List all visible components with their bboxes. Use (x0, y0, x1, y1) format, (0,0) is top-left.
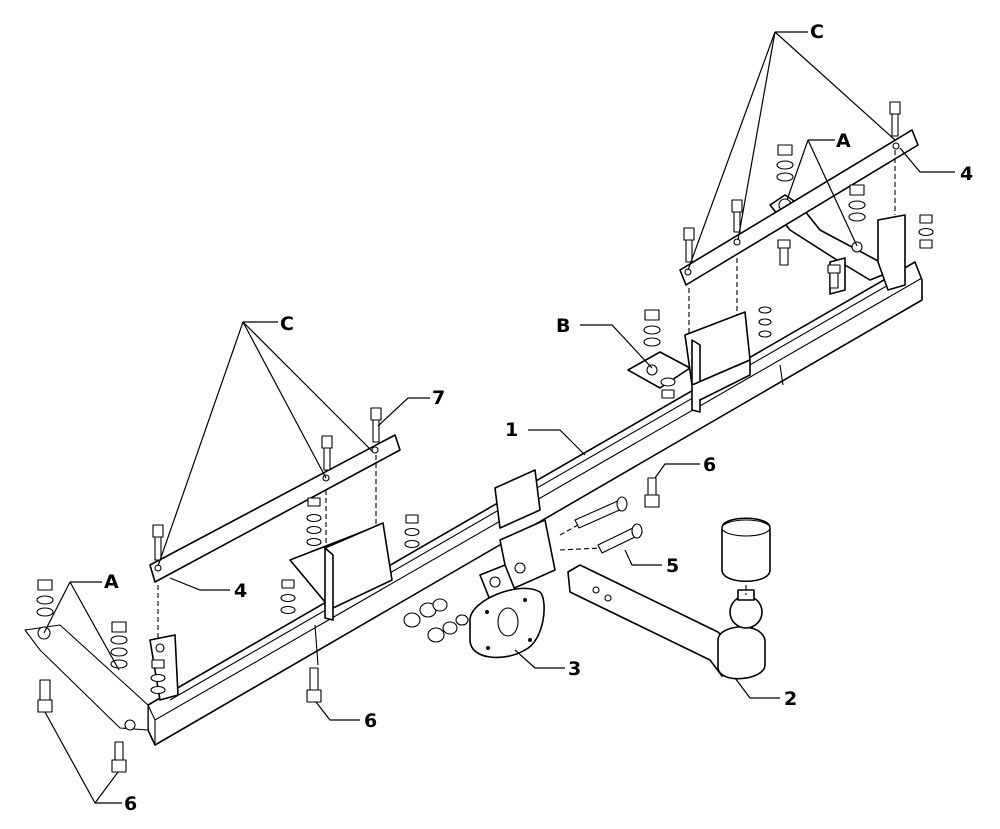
callout-c-left: C (280, 313, 294, 335)
left-inner-bracket (149, 522, 393, 701)
callout-5: 5 (666, 555, 679, 577)
ball-bar (567, 517, 771, 680)
callout-labels: C A 4 B 1 7 C 6 5 A 4 3 2 6 6 (104, 21, 973, 815)
left-clamp-strip (149, 434, 401, 583)
right-nuts-washers (776, 144, 934, 289)
callout-6-bottom-left: 6 (124, 793, 137, 815)
right-side-bracket (769, 194, 906, 295)
callout-7: 7 (432, 387, 445, 409)
callout-a-left: A (104, 571, 119, 593)
mid-bracket-b (627, 306, 772, 413)
socket-plate (469, 587, 545, 659)
left-strip-bolts (152, 407, 382, 640)
callout-a-top-right: A (836, 130, 851, 152)
callout-c-top-right: C (810, 21, 824, 43)
callout-2: 2 (784, 688, 797, 710)
callout-3: 3 (568, 658, 581, 680)
callout-4-left: 4 (234, 580, 247, 602)
right-clamp-strip (679, 129, 919, 286)
callout-6-mid-right: 6 (703, 454, 716, 476)
center-nuts-washers (403, 598, 469, 643)
callout-4-top-right: 4 (960, 163, 973, 185)
locking-pins (559, 496, 643, 554)
leader-lines (43, 31, 955, 804)
bottom-bolts (37, 477, 660, 773)
left-nuts-washers (36, 497, 420, 695)
callout-1: 1 (505, 419, 518, 441)
callout-b: B (556, 315, 570, 337)
callout-6-bottom-mid: 6 (364, 710, 377, 732)
